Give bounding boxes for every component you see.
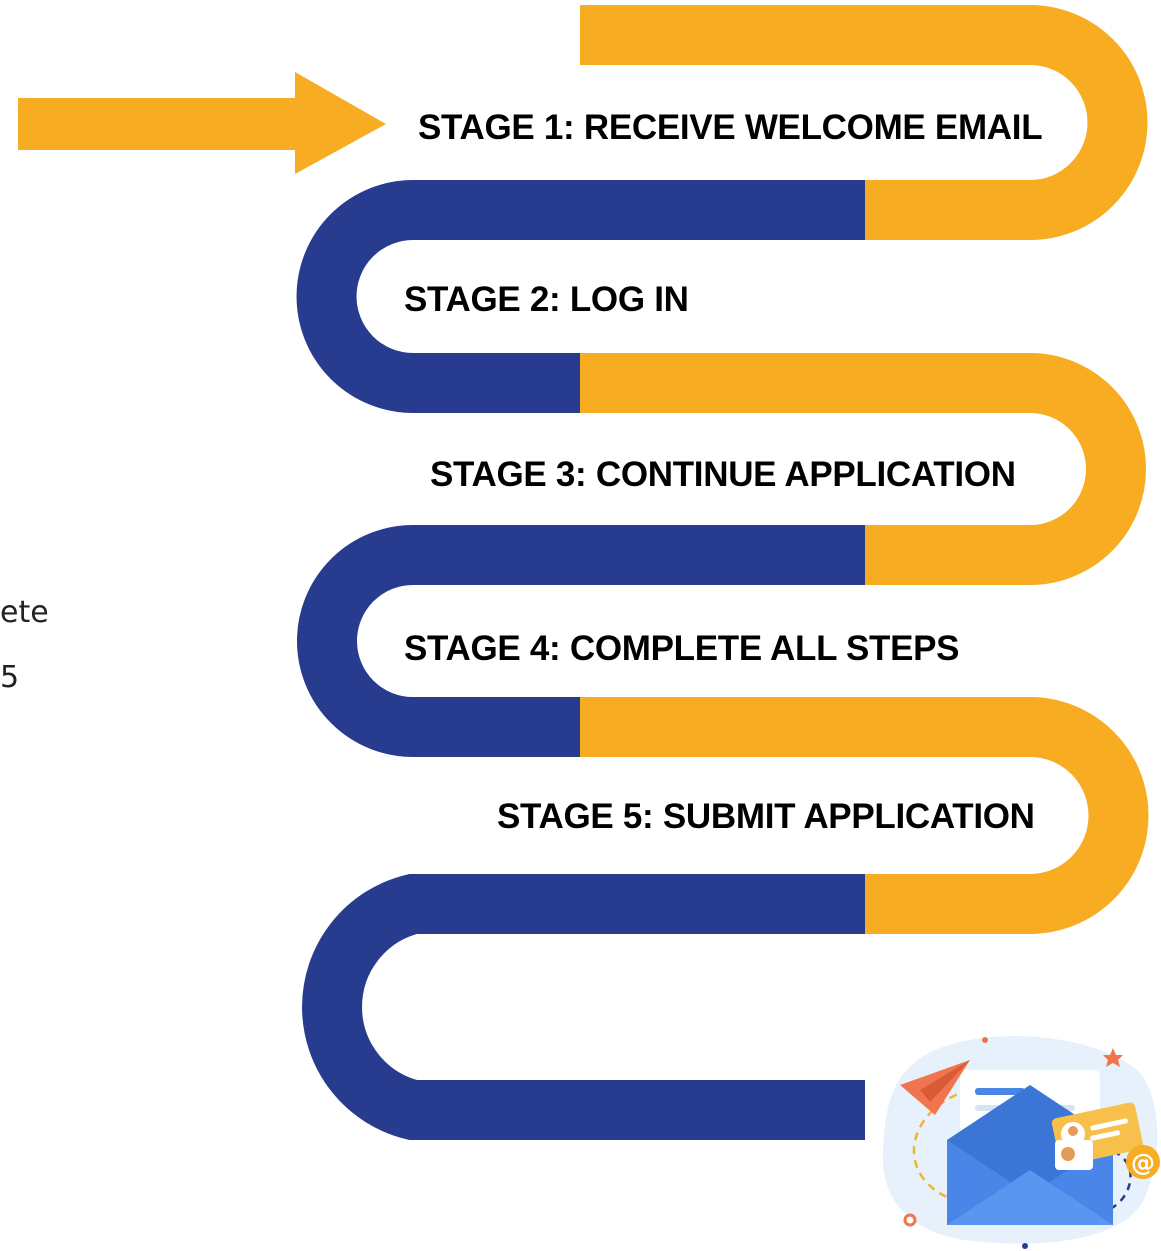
road-segment-2 (296, 180, 865, 413)
side-text-line-2: 5 (0, 660, 20, 695)
profile-avatar (1061, 1147, 1075, 1161)
at-sign-glyph: @ (1131, 1149, 1155, 1177)
arrow-right-icon (18, 72, 386, 174)
road-segment-1 (580, 4, 1148, 240)
road-segment-5 (580, 697, 1149, 934)
road-segment-6 (302, 874, 865, 1140)
road-segment-4 (297, 525, 865, 757)
decor-dot (982, 1037, 988, 1043)
id-card-line (1090, 1130, 1120, 1141)
envelope-flap-lower (947, 1170, 1113, 1225)
stage-2-label: STAGE 2: LOG IN (404, 280, 689, 319)
stage-4-label: STAGE 4: COMPLETE ALL STEPS (404, 629, 960, 668)
at-sign-icon (1126, 1145, 1160, 1179)
avatar-head (1068, 1126, 1078, 1136)
paper-plane-fold (920, 1060, 970, 1102)
side-text-line-1: ete (0, 595, 49, 630)
email-envelope-illustration: @ (882, 1036, 1160, 1249)
road-segment-3 (580, 353, 1146, 585)
id-card-line (1090, 1118, 1128, 1131)
letter-line (975, 1088, 1025, 1095)
decor-dot (1022, 1243, 1028, 1249)
stage-1-label: STAGE 1: RECEIVE WELCOME EMAIL (418, 108, 1043, 147)
decor-star (1103, 1048, 1123, 1067)
stage-3-label: STAGE 3: CONTINUE APPLICATION (430, 455, 1016, 494)
decor-ring (903, 1213, 917, 1227)
stage-5-label: STAGE 5: SUBMIT APPLICATION (497, 797, 1035, 836)
